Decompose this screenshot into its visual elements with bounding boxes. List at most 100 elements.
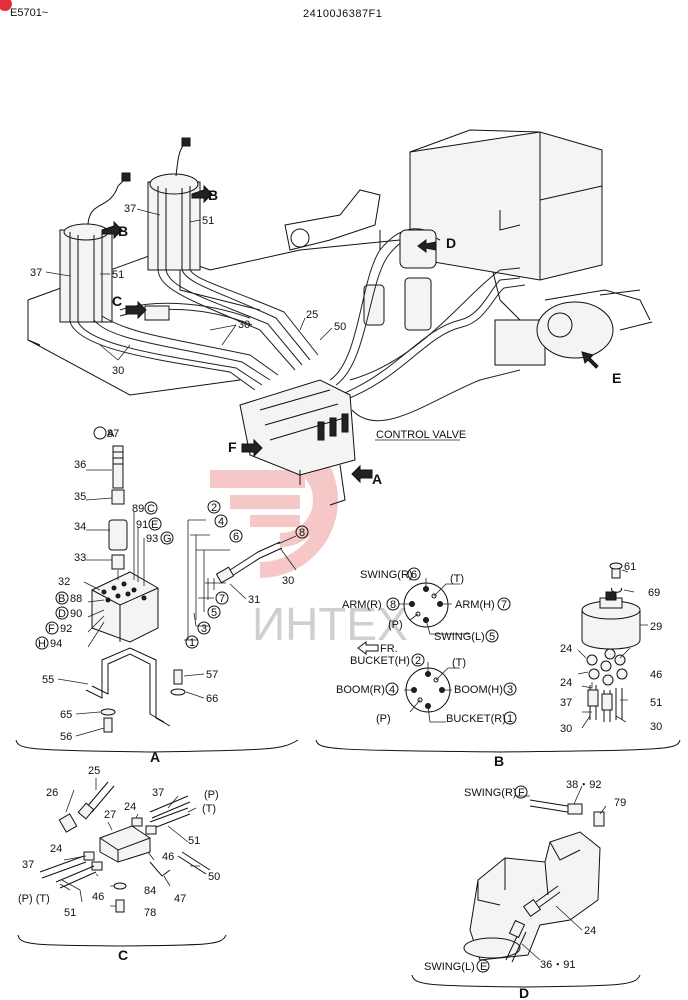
label-d: D [446,235,456,251]
detail-view-c: 25 26 27 24 37 (P) (T) 51 46 50 37 24 46… [17,765,227,963]
part-24-d: 24 [584,925,596,937]
drawing-number: 24100J6387F1 [303,8,382,20]
arrow-f-icon [241,438,263,458]
part-37-lower: 37 [30,267,42,279]
watermark-text: ИНТЕХ [252,598,408,650]
part-66: 66 [206,693,218,705]
part-24-lower: 24 [560,677,572,689]
part-37: 37 [560,697,572,709]
part-46: 46 [650,669,662,681]
caption-a: A [150,749,160,765]
part-33: 33 [74,552,86,564]
label-c: C [112,293,122,309]
caption-b: B [494,753,504,769]
part-50: 50 [334,321,346,333]
part-47-c: 47 [174,893,186,905]
circled-1-b: 1 [507,713,513,725]
part-30-right: 30 [650,721,662,733]
main-assembly-view: B B C D E F A CONTROL VALVE 37 51 37 51 … [27,129,653,506]
label-bucket-r: BUCKET(R) [446,713,506,725]
arrow-a-icon [351,464,373,484]
circled-b: B [58,593,65,605]
circled-f-d: F [518,787,525,799]
part-24-c-upper: 24 [124,801,136,813]
detail-view-b: SWING(R) 6 (T) ARM(R) 8 ARM(H) 7 (P) SWI… [315,561,681,769]
part-46-c-upper: 46 [162,851,174,863]
part-57: 57 [206,669,218,681]
circled-4-b: 4 [389,684,395,696]
part-35: 35 [74,491,86,503]
circled-7-b: 7 [501,599,507,611]
label-swing-l: SWING(L) [434,631,485,643]
circled-c: C [147,503,155,515]
detail-view-d: SWING(R) F 38・92 79 24 SWING(L) E 36・91 … [411,779,641,1000]
circled-4: 4 [218,516,224,528]
label-swing-r-d: SWING(R) [464,787,517,799]
serial-range: E5701~ [10,7,48,19]
part-25: 25 [306,309,318,321]
label-e: E [612,370,621,386]
part-24-c-lower: 24 [50,843,62,855]
arrow-d-icon [417,239,437,253]
circled-6-b: 6 [411,569,417,581]
label-fr: FR. [380,643,398,655]
part-69: 69 [648,587,660,599]
label-t-c: (T) [202,803,216,815]
circled-a: A [107,428,115,440]
label-swing-l-d: SWING(L) [424,961,475,973]
part-32: 32 [58,576,70,588]
caption-d: D [519,985,529,1000]
circled-7: 7 [219,593,225,605]
label-pt-c: (P) (T) [18,893,50,905]
part-78-c: 78 [144,907,156,919]
label-p-c: (P) [204,789,219,801]
part-36: 36 [74,459,86,471]
part-84-c: 84 [144,885,156,897]
circled-2: 2 [211,502,217,514]
label-b-lower: B [118,223,128,239]
part-50-c: 50 [208,871,220,883]
circled-e-d: E [480,961,487,973]
circled-3: 3 [201,623,207,635]
part-51-upper: 51 [202,215,214,227]
part-94: 94 [50,638,62,650]
part-30-lower: 30 [112,365,124,377]
circled-d: D [58,608,66,620]
arrow-e-icon [581,351,599,369]
detail-view-a: A 87 36 35 34 33 32 B 88 D 90 F 92 H 94 … [15,426,309,765]
label-t-lower: (T) [452,657,466,669]
part-51-c-lower: 51 [64,907,76,919]
arrow-c-icon [125,300,147,320]
part-26-c: 26 [46,787,58,799]
part-29: 29 [650,621,662,633]
part-37-c-lower: 37 [22,859,34,871]
part-46-c-lower: 46 [92,891,104,903]
part-30-left: 30 [560,723,572,735]
part-51-lower: 51 [112,269,124,281]
label-f: F [228,439,237,455]
circled-5-b: 5 [489,631,495,643]
part-92: 92 [60,623,72,635]
front-arrow-icon [357,641,379,655]
circled-f: F [48,623,55,635]
part-56: 56 [60,731,72,743]
label-boom-r: BOOM(R) [336,684,385,696]
caption-c: C [118,947,128,963]
part-37-c-upper: 37 [152,787,164,799]
label-boom-h: BOOM(H) [454,684,503,696]
arrow-b-lower-icon [101,220,123,240]
label-b-upper: B [208,187,218,203]
part-93: 93 [146,533,158,545]
label-bucket-h: BUCKET(H) [350,655,410,667]
label-t-upper: (T) [450,573,464,585]
part-51-c-upper: 51 [188,835,200,847]
part-34: 34 [74,521,86,533]
part-88: 88 [70,593,82,605]
circled-8: 8 [299,527,305,539]
part-24-upper: 24 [560,643,572,655]
corner-marker-icon [0,0,12,11]
part-55: 55 [42,674,54,686]
part-90: 90 [70,608,82,620]
part-51: 51 [650,697,662,709]
part-31: 31 [248,594,260,606]
